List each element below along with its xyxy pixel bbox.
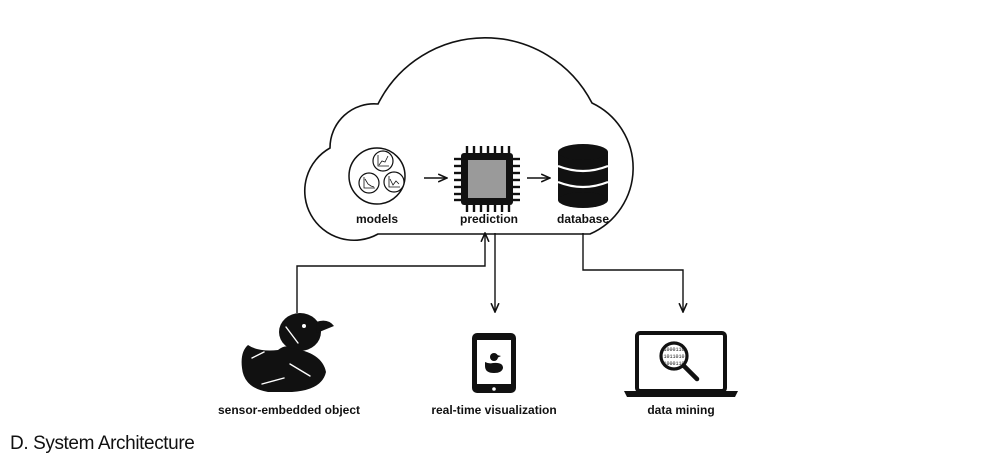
models-icon — [348, 147, 406, 205]
duck-thumbnail-icon — [485, 353, 503, 373]
magnifier-icon: 1000110 1011010 1000110 — [659, 341, 700, 382]
connector-database-mining — [582, 233, 683, 312]
tablet-icon — [472, 333, 516, 393]
database-label: database — [557, 212, 609, 226]
figure-caption: D. System Architecture — [10, 433, 195, 454]
database-icon — [557, 144, 609, 208]
binary-line-1: 1000110 — [663, 347, 684, 353]
binary-line-2: 1011010 — [663, 354, 684, 360]
data-mining-label: data mining — [647, 403, 714, 417]
prediction-label: prediction — [460, 212, 518, 226]
rubber-duck-icon — [241, 313, 334, 392]
models-label: models — [356, 212, 398, 226]
laptop-icon: 1000110 1011010 1000110 — [624, 331, 738, 397]
processor-chip-icon — [454, 146, 520, 212]
sensor-object-label: sensor-embedded object — [218, 403, 360, 417]
cloud-outline — [303, 37, 634, 241]
binary-line-3: 1000110 — [663, 361, 684, 367]
visualization-label: real-time visualization — [431, 403, 556, 417]
connector-sensor-prediction — [296, 233, 485, 313]
